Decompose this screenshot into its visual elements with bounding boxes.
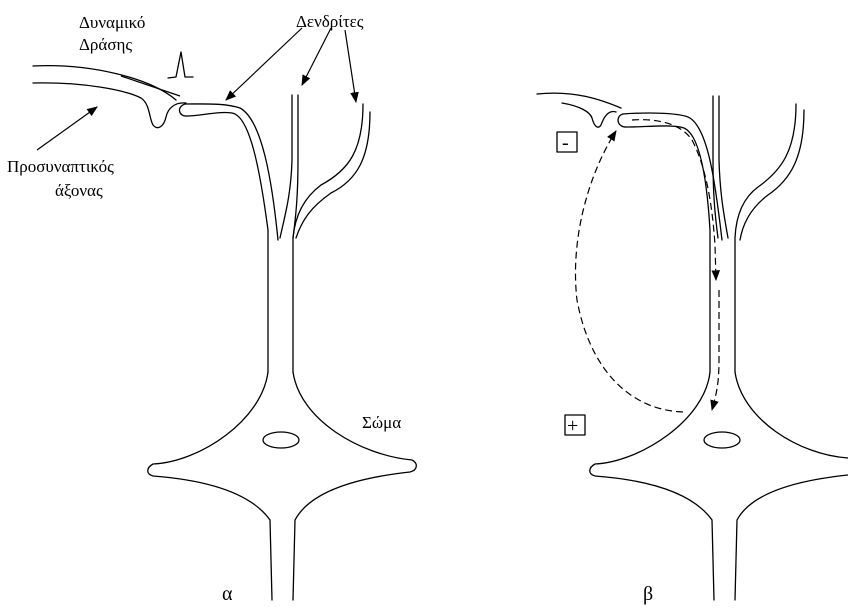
- current-flow-inside: [632, 120, 716, 280]
- panel-label-alpha: α: [222, 583, 233, 605]
- presynaptic-axon: [33, 66, 186, 128]
- label-action-potential-2: Δράσης: [79, 35, 132, 54]
- arrow-dendrites-3: [345, 30, 356, 102]
- arrow-dendrites-2: [302, 28, 331, 85]
- arrow-presynaptic-axon: [37, 107, 97, 150]
- panel-alpha: Δυναμικό Δράσης Δενδρίτες Προσυναπτικός …: [7, 12, 416, 605]
- label-action-potential-1: Δυναμικό: [79, 13, 145, 32]
- current-flow-outside: [575, 131, 683, 412]
- panel-label-beta: β: [643, 583, 653, 605]
- action-potential-spike: [168, 52, 193, 78]
- nucleus-beta: [704, 432, 740, 448]
- dendrite-middle: [280, 95, 298, 238]
- dendrite-right: [293, 104, 370, 372]
- presynaptic-axon-beta: [537, 93, 621, 127]
- dendrite-left-beta: [618, 113, 722, 372]
- label-dendrites: Δενδρίτες: [296, 12, 364, 31]
- positive-sign: +: [567, 415, 578, 437]
- soma-beta: [590, 372, 848, 600]
- dendrite-left: [179, 104, 278, 372]
- nucleus: [263, 432, 299, 448]
- negative-sign: -: [562, 132, 569, 154]
- label-presynaptic-1: Προσυναπτικός: [7, 157, 114, 176]
- soma: [148, 372, 417, 600]
- label-presynaptic-2: άξονας: [55, 181, 103, 200]
- panel-beta: - + β: [537, 93, 848, 605]
- arrow-dendrites-1: [226, 28, 302, 100]
- dendrite-right-beta: [735, 104, 804, 372]
- dendrite-middle-beta: [713, 96, 728, 238]
- current-flow-soma: [712, 290, 719, 410]
- label-soma: Σώμα: [362, 413, 401, 432]
